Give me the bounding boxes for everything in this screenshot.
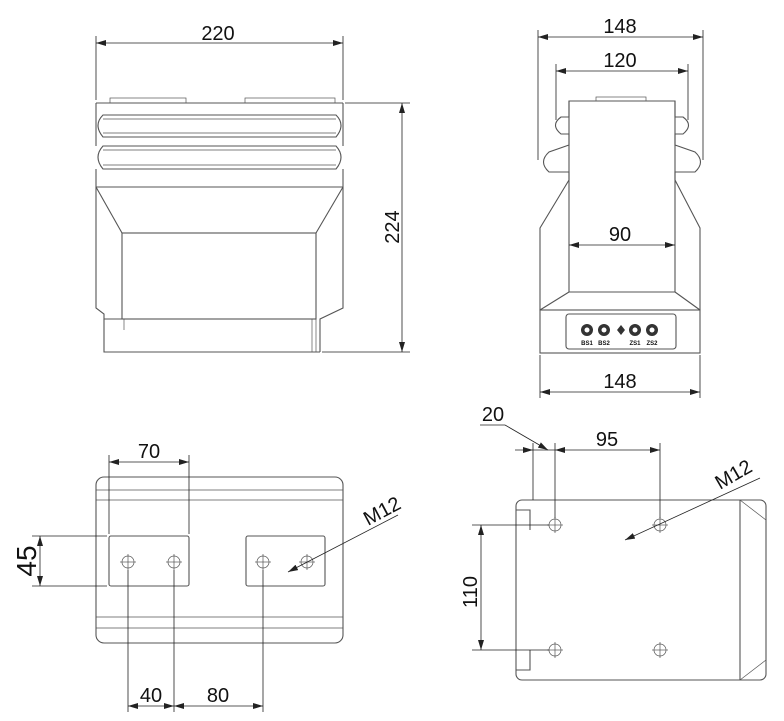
svg-text:BS2: BS2 <box>598 341 610 347</box>
svg-text:ZS2: ZS2 <box>646 341 658 347</box>
dim-front-width: 220 <box>95 23 344 100</box>
dim-base-pitch-x: 95 <box>555 429 660 453</box>
dim-label-95: 95 <box>596 429 618 451</box>
dim-label-45: 45 <box>11 545 42 576</box>
dim-base-pitch-y: 110 <box>460 524 549 651</box>
mount-hole <box>166 554 182 570</box>
dim-pad-width: 70 <box>108 441 190 534</box>
dim-pad-height: 45 <box>11 535 107 587</box>
thread-callout-bottom: M12 <box>287 493 405 573</box>
front-view <box>95 97 344 353</box>
dim-hole-pitch: 40 80 <box>127 570 264 712</box>
svg-text:BS1: BS1 <box>581 341 593 347</box>
terminal-block: BS1 BS2 ZS1 ZS2 <box>581 324 658 347</box>
bottom-view <box>95 476 344 644</box>
dim-side-base-width: 148 <box>539 355 701 398</box>
dim-side-core-width: 90 <box>569 224 675 248</box>
thread-label-m12-bottom: M12 <box>360 493 405 531</box>
dim-label-40: 40 <box>140 685 162 707</box>
terminal-zs2: ZS2 <box>646 324 658 347</box>
terminal-bs1: BS1 <box>581 324 593 347</box>
terminal-zs1: ZS1 <box>629 324 641 347</box>
dim-label-220: 220 <box>201 23 234 45</box>
ground-mark <box>617 325 625 335</box>
dim-front-height: 224 <box>322 102 410 353</box>
dim-label-70: 70 <box>138 441 160 463</box>
dim-base-offset: 20 <box>480 404 661 518</box>
dim-label-148-base: 148 <box>603 371 636 393</box>
dim-label-148-top: 148 <box>603 16 636 38</box>
mount-hole <box>652 517 668 533</box>
dim-side-inner-width: 120 <box>555 50 689 120</box>
mount-hole <box>652 642 668 658</box>
side-view <box>539 96 702 354</box>
mount-hole <box>255 554 271 570</box>
mount-hole <box>547 642 563 658</box>
terminal-bs2: BS2 <box>598 324 610 347</box>
dim-label-90: 90 <box>609 224 631 246</box>
mount-hole <box>120 554 136 570</box>
dim-label-224: 224 <box>382 210 404 243</box>
dim-label-110: 110 <box>460 576 482 608</box>
dim-label-80: 80 <box>207 685 229 707</box>
mount-hole <box>547 517 563 533</box>
svg-text:ZS1: ZS1 <box>629 341 641 347</box>
dim-side-top-width: 148 <box>537 16 704 160</box>
thread-label-m12-base: M12 <box>712 456 757 495</box>
dim-label-20: 20 <box>482 404 504 426</box>
dim-label-120: 120 <box>603 50 636 72</box>
base-view <box>515 499 767 681</box>
